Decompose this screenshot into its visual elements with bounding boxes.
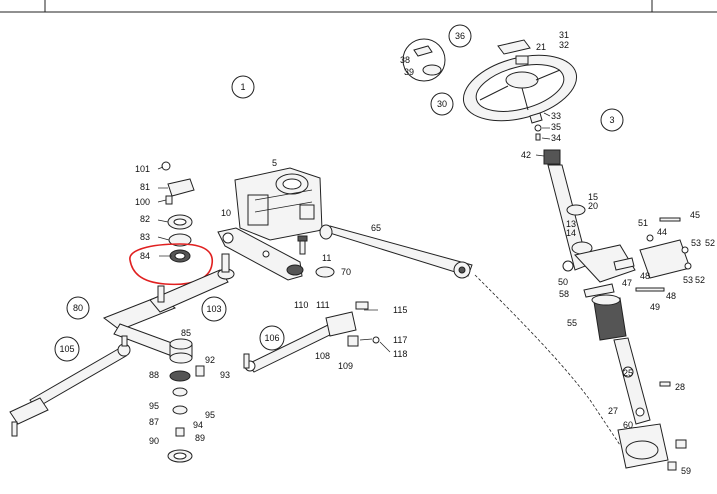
column-boot: [591, 294, 627, 341]
label-92: 92: [205, 355, 215, 365]
callout-3-text: 3: [609, 115, 614, 125]
callout-1-text: 1: [240, 82, 245, 92]
pitman-arm: [217, 227, 304, 281]
part-labels: 5 10 11 13 14 15 20 21 25 27 28 31 32 33…: [135, 30, 715, 476]
label-94: 94: [193, 420, 203, 430]
label-81: 81: [140, 182, 150, 192]
label-48a: 48: [640, 271, 650, 281]
left-tie-rod: [9, 335, 131, 437]
label-38: 38: [400, 55, 410, 65]
label-101: 101: [135, 164, 150, 174]
callout-103-text: 103: [206, 304, 221, 314]
label-5: 5: [272, 158, 277, 168]
label-49: 49: [650, 302, 660, 312]
label-93: 93: [220, 370, 230, 380]
label-108: 108: [315, 351, 330, 361]
inset-36: [402, 38, 446, 82]
label-55: 55: [567, 318, 577, 328]
label-15: 15: [588, 192, 598, 202]
label-34: 34: [551, 133, 561, 143]
label-111: 111: [316, 300, 330, 310]
highlight-84-outline: [129, 243, 214, 286]
routing-dashed-line: [474, 274, 621, 446]
label-11: 11: [322, 253, 331, 263]
label-39: 39: [404, 67, 414, 77]
label-85: 85: [181, 328, 191, 338]
label-20: 20: [588, 201, 598, 211]
label-115: 115: [393, 305, 407, 315]
callout-106-text: 106: [264, 333, 279, 343]
label-28: 28: [675, 382, 685, 392]
label-100: 100: [135, 197, 150, 207]
lower-housing: [617, 423, 687, 471]
steering-arm-80: [102, 253, 235, 357]
label-110: 110: [294, 300, 308, 310]
callout-103: 103: [201, 296, 227, 322]
label-32: 32: [559, 40, 569, 50]
callout-36: 36: [448, 24, 472, 48]
column-top-parts: [529, 112, 543, 141]
label-89: 89: [195, 433, 205, 443]
label-87: 87: [149, 417, 159, 427]
label-83: 83: [140, 232, 150, 242]
label-109: 109: [338, 361, 353, 371]
label-10: 10: [221, 208, 231, 218]
label-50: 50: [558, 277, 568, 287]
lower-shaft: [613, 337, 671, 425]
label-58: 58: [559, 289, 569, 299]
label-117: 117: [393, 335, 407, 345]
label-60: 60: [623, 420, 633, 430]
label-90: 90: [149, 436, 159, 446]
label-47: 47: [622, 278, 632, 288]
label-70: 70: [341, 267, 351, 277]
callout-105: 105: [54, 336, 80, 362]
steering-wheel: [462, 39, 578, 122]
label-53a: 53: [691, 238, 701, 248]
leader-lines: [157, 112, 551, 353]
label-82: 82: [140, 214, 150, 224]
callout-80-text: 80: [73, 303, 83, 313]
callout-1: 1: [231, 75, 255, 99]
label-84: 84: [140, 251, 150, 261]
callout-30: 30: [430, 92, 454, 116]
label-95b: 95: [205, 410, 215, 420]
steering-column: [543, 149, 636, 298]
label-25: 25: [623, 368, 633, 378]
label-52a: 52: [705, 238, 715, 248]
drag-link-shaft: [318, 224, 473, 279]
label-95a: 95: [149, 401, 159, 411]
label-51: 51: [638, 218, 648, 228]
label-52b: 52: [695, 275, 705, 285]
callout-106: 106: [259, 325, 285, 351]
label-21: 21: [536, 42, 546, 52]
label-118: 118: [393, 349, 407, 359]
label-53b: 53: [683, 275, 693, 285]
label-33: 33: [551, 111, 561, 121]
right-tie-rod: [243, 301, 380, 373]
label-13: 13: [566, 219, 576, 229]
callout-80: 80: [66, 296, 90, 320]
bolt-11: [297, 235, 308, 255]
steering-gearbox: [234, 167, 323, 241]
label-59: 59: [681, 466, 691, 476]
cap-70: [315, 266, 335, 278]
label-27: 27: [608, 406, 618, 416]
kingpin-stack: [161, 161, 195, 263]
label-48b: 48: [666, 291, 676, 301]
label-31: 31: [559, 30, 569, 40]
label-14: 14: [566, 228, 576, 238]
callout-36-text: 36: [455, 31, 465, 41]
label-44: 44: [657, 227, 667, 237]
label-45: 45: [690, 210, 700, 220]
label-65: 65: [371, 223, 381, 233]
label-88: 88: [149, 370, 159, 380]
label-35: 35: [551, 122, 561, 132]
callout-105-text: 105: [59, 344, 74, 354]
kingpin-cylinder: [167, 338, 205, 463]
column-bracket: [613, 217, 692, 292]
label-42: 42: [521, 150, 531, 160]
callout-30-text: 30: [437, 99, 447, 109]
callout-3: 3: [600, 108, 624, 132]
